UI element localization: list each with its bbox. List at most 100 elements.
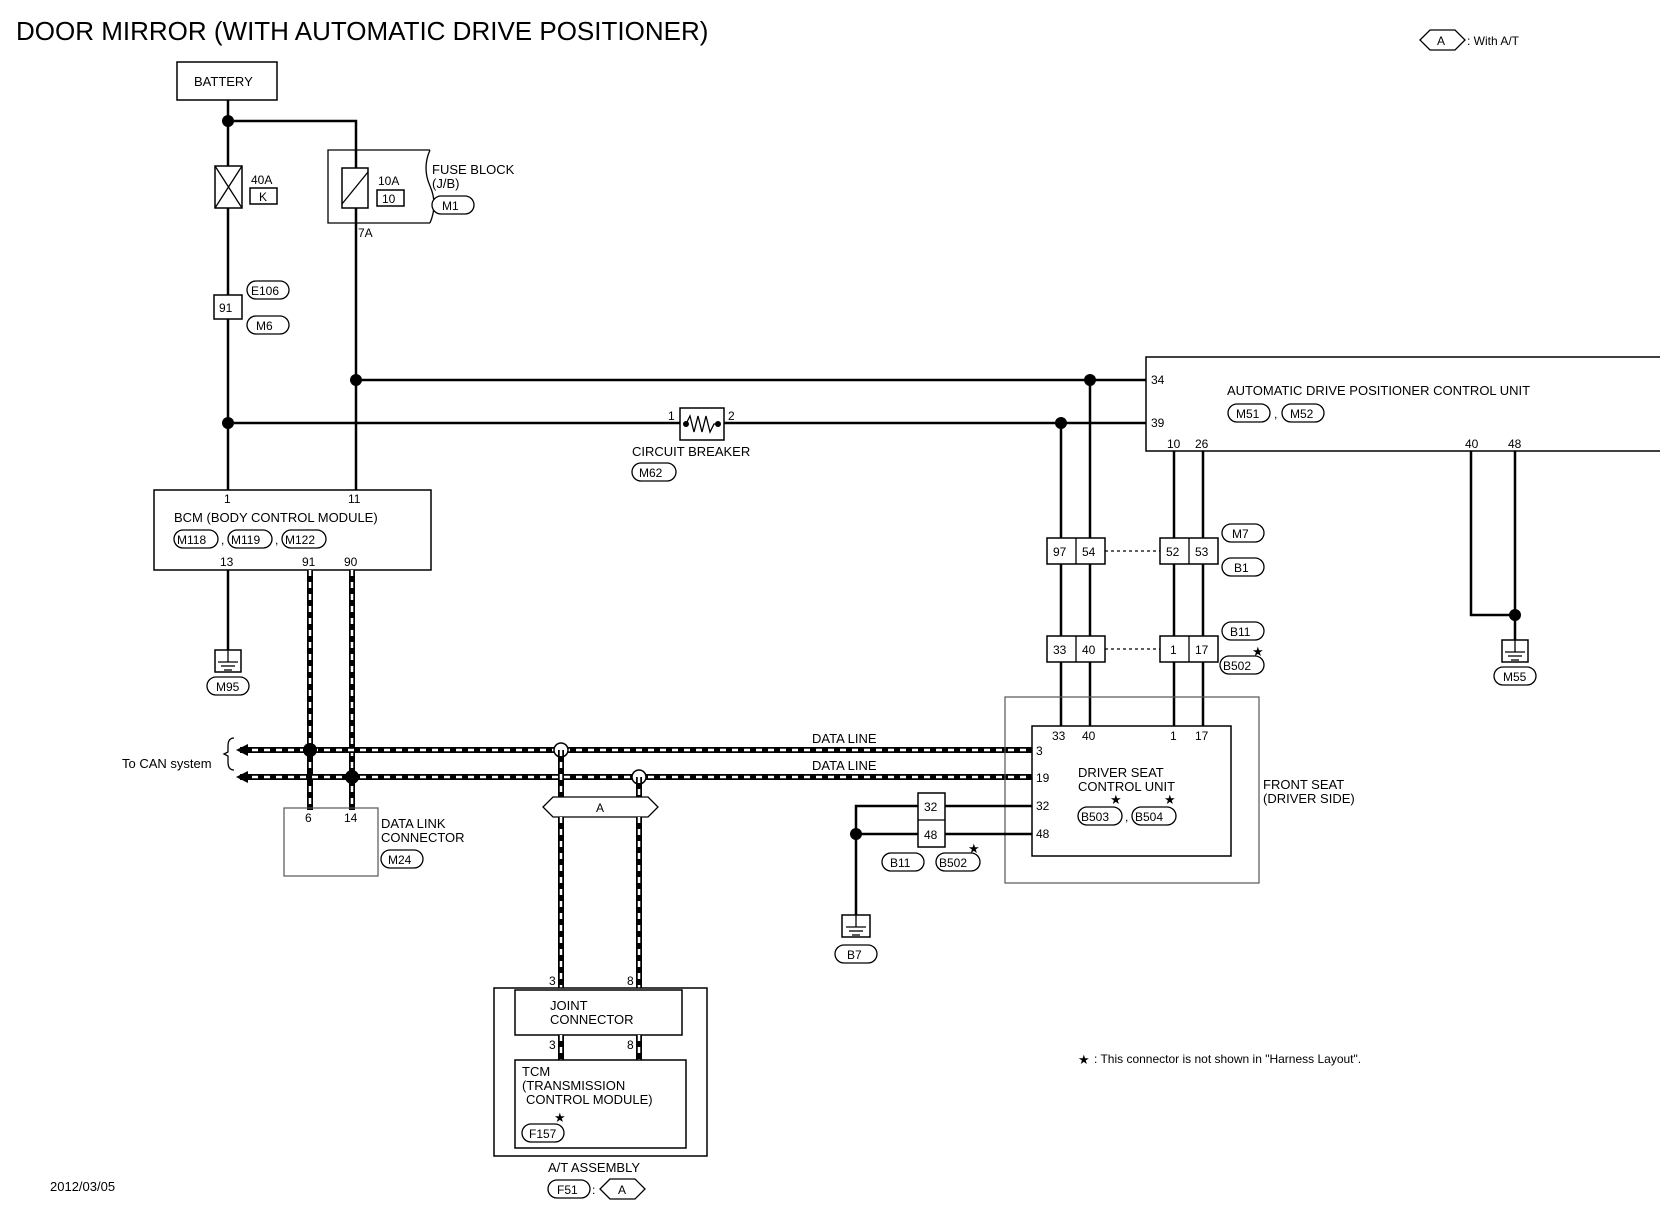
option-legend: A : With A/T <box>1419 29 1520 51</box>
fuse-block-jb: (J/B) <box>432 176 459 191</box>
adp-conn2: M52 <box>1290 407 1314 421</box>
data-link-connector-id: M24 <box>388 853 412 867</box>
inline-48: 48 <box>924 828 938 842</box>
date-stamp: 2012/03/05 <box>50 1179 115 1194</box>
option-legend-code: A <box>1437 34 1445 48</box>
m7-conn-bottom: B1 <box>1234 561 1249 575</box>
m7-pin-97: 97 <box>1053 545 1067 559</box>
at-assembly-label: A/T ASSEMBLY <box>548 1160 640 1175</box>
circuit-breaker-pin2: 2 <box>728 409 735 423</box>
battery-label: BATTERY <box>194 74 253 89</box>
b11-conn-bottom: B502 <box>1223 659 1251 673</box>
ground-m95-label: M95 <box>216 680 240 694</box>
bcm-pin-91: 91 <box>302 555 316 569</box>
inline-91-conn-bottom: M6 <box>256 319 273 333</box>
adp-pin-39: 39 <box>1151 416 1165 430</box>
bcm-conn3: M122 <box>285 533 315 547</box>
data-link-pin-6: 6 <box>305 811 312 825</box>
tcm-connector: F157 <box>529 1127 557 1141</box>
bcm-conn2: M119 <box>231 533 260 547</box>
svg-text::: : <box>592 1183 595 1197</box>
svg-text:★: ★ <box>1110 792 1122 807</box>
svg-text:★: ★ <box>968 841 980 856</box>
adp-conn1: M51 <box>1236 407 1260 421</box>
fuse-40a-code: K <box>259 190 267 204</box>
option-a-label: A <box>596 801 604 815</box>
fuse-10a: 10A 10 7A <box>327 149 435 240</box>
tcm-label3: CONTROL MODULE) <box>526 1092 653 1107</box>
fuse-10a-number: 10 <box>382 192 396 206</box>
adp-pin-40: 40 <box>1465 437 1479 451</box>
circuit-breaker-label: CIRCUIT BREAKER <box>632 444 750 459</box>
bcm-pin-1: 1 <box>224 492 231 506</box>
ground-b7-label: B7 <box>847 948 862 962</box>
circuit-breaker-pin1: 1 <box>668 409 675 423</box>
inline-32-48-conn2: B502 <box>939 856 967 870</box>
data-line-2: DATA LINE <box>812 758 877 773</box>
adp-control-unit: 34 39 10 26 40 48 AUTOMATIC DRIVE POSITI… <box>1145 356 1660 452</box>
inline-connector-b11-b502: 33 40 1 17 B11 ★ B502 <box>1046 621 1265 675</box>
option-legend-text: : With A/T <box>1467 34 1520 48</box>
m7-pin-52: 52 <box>1166 545 1180 559</box>
adp-label: AUTOMATIC DRIVE POSITIONER CONTROL UNIT <box>1227 383 1530 398</box>
circuit-breaker-connector: M62 <box>639 466 663 480</box>
bcm-pin-13: 13 <box>220 555 234 569</box>
inline-32: 32 <box>924 800 938 814</box>
joint-label1: JOINT <box>550 998 588 1013</box>
joint-pin-8-bottom: 8 <box>627 1038 634 1052</box>
fuse-40a: 40A K <box>214 165 278 209</box>
circuit-breaker: 1 2 CIRCUIT BREAKER M62 <box>631 407 750 482</box>
adp-pin-10: 10 <box>1167 437 1181 451</box>
dscu-pin-3: 3 <box>1036 744 1043 758</box>
adp-pin-48: 48 <box>1508 437 1522 451</box>
at-assembly: 3 8 JOINT CONNECTOR 3 8 TCM (TRANSMISSIO… <box>493 974 708 1157</box>
joint-pin-8-top: 8 <box>627 974 634 988</box>
dscu-pin-48: 48 <box>1036 827 1050 841</box>
dscu-label1: DRIVER SEAT <box>1078 765 1164 780</box>
dscu-pin-19: 19 <box>1036 771 1050 785</box>
fuse-block-connector: M1 <box>442 199 459 213</box>
ground-m55-label: M55 <box>1503 670 1527 684</box>
svg-text:,: , <box>1274 407 1277 421</box>
inline-32-48-conn1: B11 <box>890 856 911 870</box>
svg-text:★: ★ <box>1252 644 1264 659</box>
bcm-module: 1 11 BCM (BODY CONTROL MODULE) M118 , M1… <box>153 489 432 571</box>
data-link-label1: DATA LINK <box>381 816 446 831</box>
b11-pin-33: 33 <box>1053 643 1067 657</box>
ground-m95: M95 <box>206 649 250 696</box>
b11-pin-17: 17 <box>1195 643 1209 657</box>
inline-connector-32-48: 32 48 B11 ★ B502 <box>881 792 981 872</box>
dscu-pin-32: 32 <box>1036 799 1050 813</box>
joint-label2: CONNECTOR <box>550 1012 634 1027</box>
at-assembly-connector: F51 <box>557 1183 578 1197</box>
battery-box <box>176 61 278 101</box>
m7-pin-54: 54 <box>1082 545 1096 559</box>
front-seat-label2: (DRIVER SIDE) <box>1263 791 1355 806</box>
bcm-label: BCM (BODY CONTROL MODULE) <box>174 510 378 525</box>
b11-pin-40: 40 <box>1082 643 1096 657</box>
inline-connector-91: 91 E106 M6 <box>213 280 290 335</box>
joint-pin-3-top: 3 <box>549 974 556 988</box>
data-link-pin-14: 14 <box>344 811 358 825</box>
fuse-10a-pin: 7A <box>358 226 373 240</box>
b11-conn-top: B11 <box>1230 625 1251 639</box>
dscu-pin-1: 1 <box>1170 729 1177 743</box>
page-title: DOOR MIRROR (WITH AUTOMATIC DRIVE POSITI… <box>16 16 708 46</box>
inline-91-conn-top: E106 <box>251 284 279 298</box>
to-can-system: To CAN system <box>122 756 212 771</box>
ground-m55: M55 <box>1493 639 1537 686</box>
m7-pin-53: 53 <box>1195 545 1209 559</box>
svg-text:,: , <box>221 533 224 547</box>
m7-conn-top: M7 <box>1232 527 1249 541</box>
bcm-conn1: M118 <box>177 533 206 547</box>
inline-91-pin: 91 <box>219 301 233 315</box>
ground-b7: B7 <box>834 914 878 964</box>
footnote-star: ★ <box>1078 1052 1090 1067</box>
svg-text:★: ★ <box>554 1110 566 1125</box>
dscu-label2: CONTROL UNIT <box>1078 779 1175 794</box>
tcm-label1: TCM <box>522 1064 550 1079</box>
inline-connector-m7-b1: 97 54 52 53 M7 B1 <box>1046 523 1265 577</box>
data-link-label2: CONNECTOR <box>381 830 465 845</box>
tcm-label2: (TRANSMISSION <box>522 1078 625 1093</box>
